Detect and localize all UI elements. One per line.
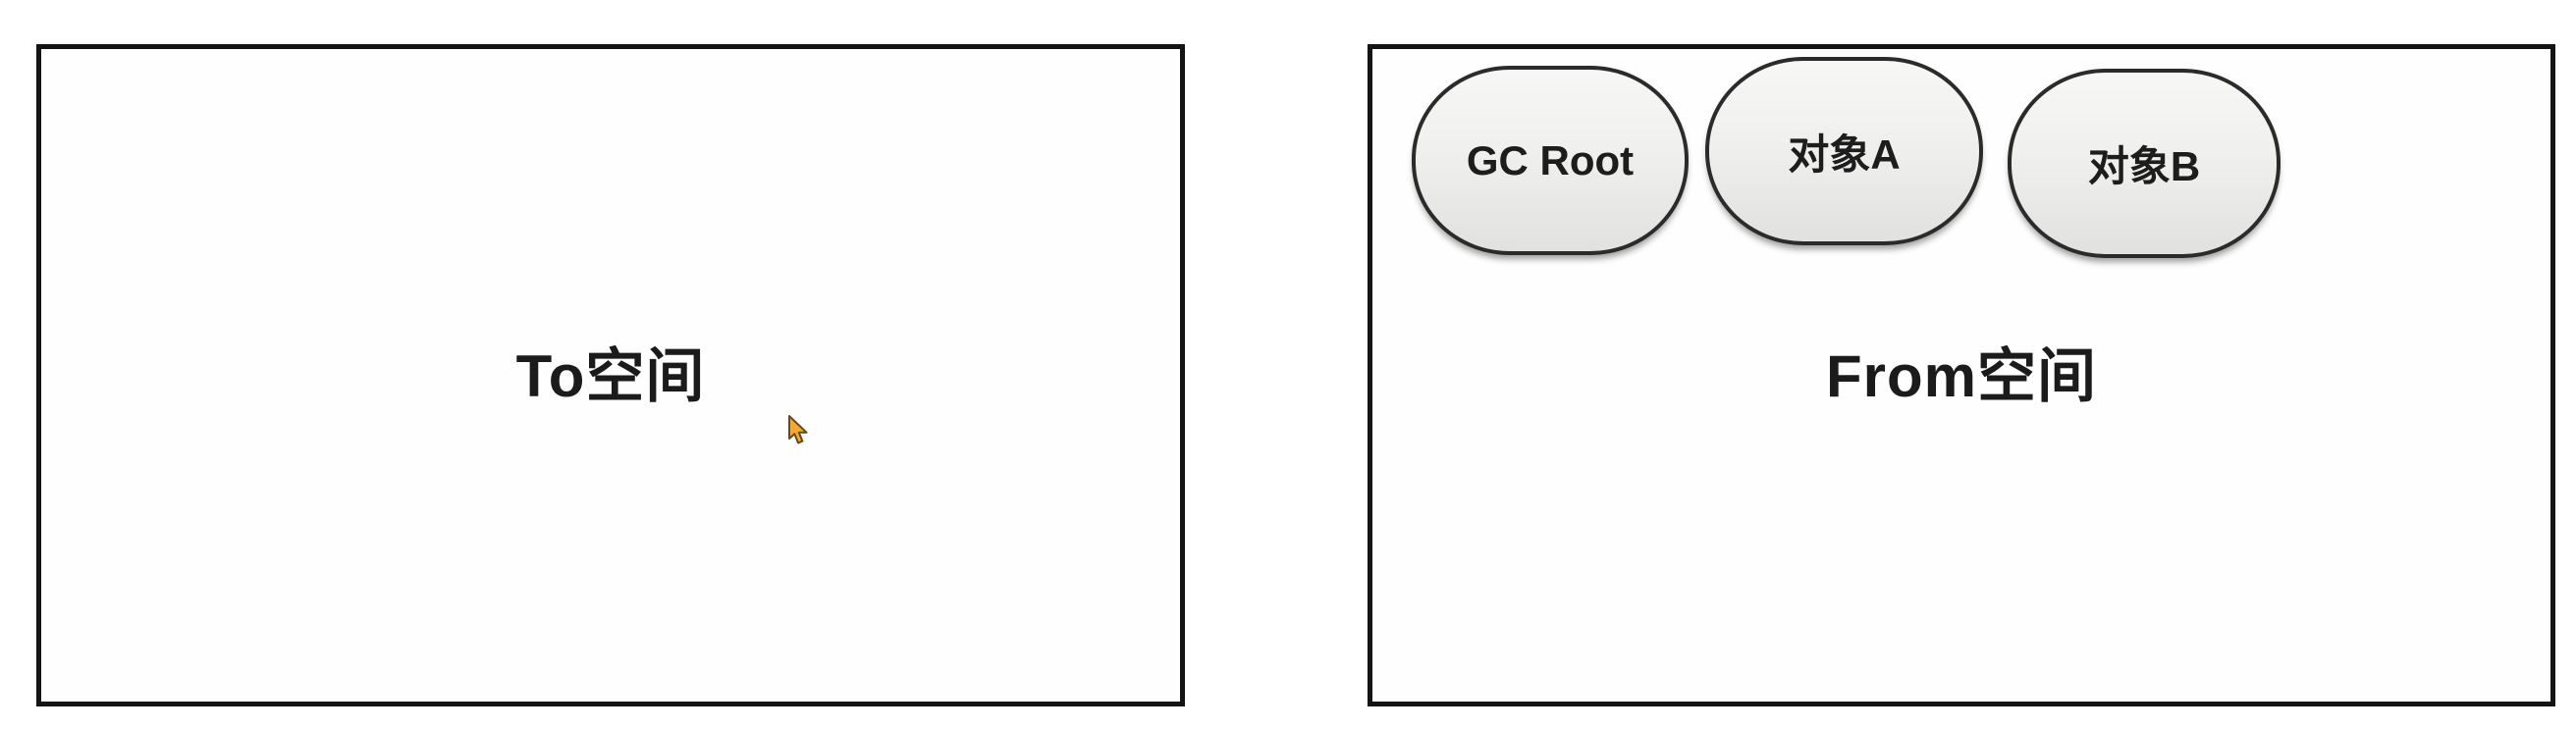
node-object-b: 对象B bbox=[2008, 69, 2281, 258]
node-object-a-label: 对象A bbox=[1788, 131, 1901, 178]
from-space-label: From空间 bbox=[1826, 343, 2097, 409]
node-gc-root: GC Root bbox=[1412, 66, 1689, 255]
node-gc-root-label: GC Root bbox=[1466, 136, 1635, 183]
node-object-b-label: 对象B bbox=[2087, 143, 2201, 189]
to-space-label: To空间 bbox=[515, 343, 706, 409]
node-object-a: 对象A bbox=[1705, 57, 1983, 245]
from-space-box: GC Root 对象A 对象B From空间 bbox=[1368, 44, 2555, 706]
to-space-box: To空间 bbox=[36, 44, 1185, 706]
